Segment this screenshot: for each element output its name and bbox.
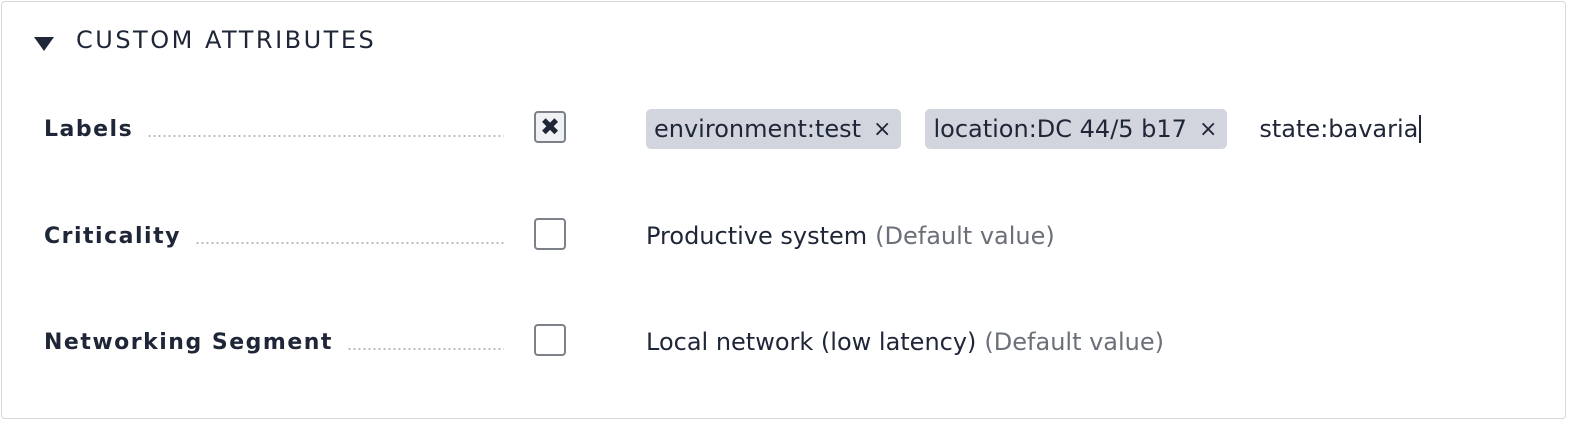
- section-header[interactable]: CUSTOM ATTRIBUTES: [34, 22, 376, 58]
- labels-checkbox[interactable]: ✖: [534, 111, 566, 143]
- attribute-label: Networking Segment: [44, 322, 504, 362]
- label-input[interactable]: state:bavaria: [1259, 109, 1422, 149]
- close-icon[interactable]: ×: [873, 116, 892, 142]
- attribute-row-criticality: Criticality Productive system (Default v…: [44, 216, 1544, 256]
- attribute-label-text: Labels: [44, 116, 134, 142]
- default-value-note: (Default value): [875, 222, 1055, 250]
- networking-segment-value-text: Local network (low latency): [646, 328, 977, 356]
- attribute-label-text: Criticality: [44, 223, 181, 249]
- attribute-row-networking-segment: Networking Segment Local network (low la…: [44, 322, 1544, 362]
- networking-segment-value: Local network (low latency) (Default val…: [646, 322, 1164, 362]
- dotted-leader: [346, 348, 504, 350]
- label-tag-text: environment:test: [654, 115, 862, 143]
- close-icon[interactable]: ×: [1198, 116, 1218, 142]
- triangle-down-icon[interactable]: [34, 37, 54, 51]
- label-tag: location:DC 44/5 b17 ×: [925, 109, 1228, 149]
- criticality-value-text: Productive system: [646, 222, 868, 250]
- dotted-leader: [194, 242, 504, 244]
- text-caret: [1419, 115, 1422, 143]
- default-value-note: (Default value): [984, 328, 1165, 356]
- dotted-leader: [147, 135, 504, 137]
- label-input-value: state:bavaria: [1259, 115, 1419, 143]
- section-title: CUSTOM ATTRIBUTES: [76, 26, 377, 54]
- networking-segment-checkbox[interactable]: [534, 324, 566, 356]
- criticality-value: Productive system (Default value): [646, 216, 1055, 256]
- label-tag: environment:test ×: [646, 109, 902, 149]
- custom-attributes-panel: CUSTOM ATTRIBUTES Labels ✖ environment:t…: [1, 1, 1566, 419]
- label-tag-text: location:DC 44/5 b17: [933, 115, 1187, 143]
- attribute-label-text: Networking Segment: [44, 329, 333, 355]
- attribute-label: Criticality: [44, 216, 504, 256]
- labels-editor[interactable]: environment:test × location:DC 44/5 b17 …: [646, 109, 1422, 149]
- criticality-checkbox[interactable]: [534, 218, 566, 250]
- attribute-label: Labels: [44, 109, 504, 149]
- x-check-icon: ✖: [539, 113, 561, 141]
- attribute-row-labels: Labels ✖ environment:test × location:DC …: [44, 109, 1544, 149]
